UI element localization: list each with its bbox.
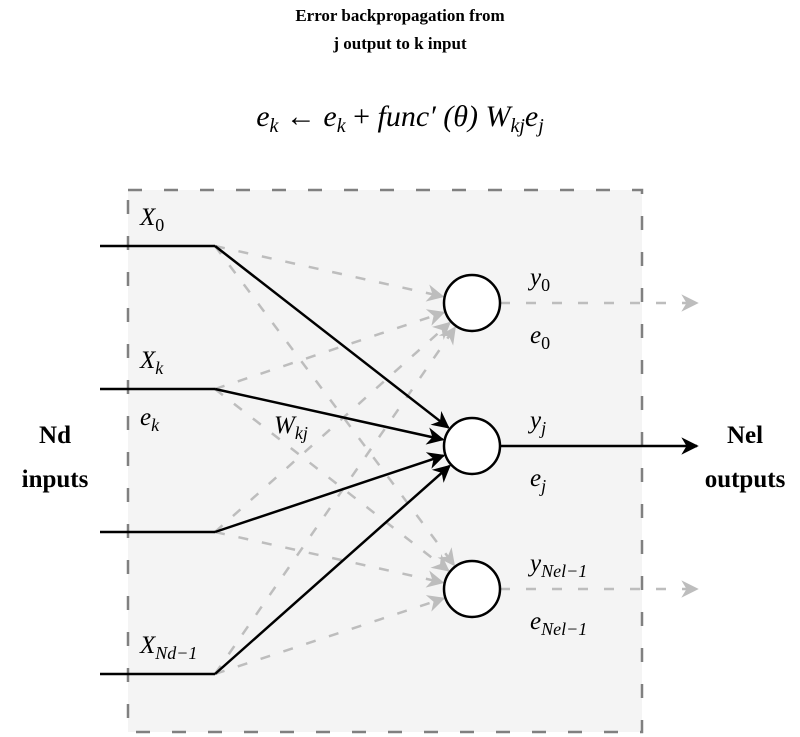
connection-input-1-to-node-0: [214, 309, 446, 391]
input-x0-sub: 0: [155, 215, 165, 235]
neuron-node-0: [442, 273, 502, 333]
connection-input-3-to-node-1: [214, 464, 451, 675]
error-label-e0: e0: [530, 322, 550, 354]
neuron-node-2: [442, 559, 502, 619]
connection-input-2-to-node-0: [214, 321, 451, 533]
eq-lhs-sub: k: [269, 115, 279, 137]
error-ej-name: e: [530, 465, 542, 492]
output-ynel1-name: y: [530, 550, 542, 577]
input-lines: [100, 244, 215, 676]
output-y0-name: y: [530, 264, 542, 291]
connection-input-0-to-node-1: [214, 245, 450, 429]
title-line-1: Error backpropagation from: [295, 6, 505, 25]
layer-box: [126, 188, 644, 734]
error-e0-sub: 0: [541, 333, 551, 353]
outputs-label: outputs: [704, 466, 786, 493]
connection-input-0-to-node-2: [213, 245, 456, 567]
nel-label: Nel: [726, 422, 764, 449]
title-line-2: j output to k input: [333, 34, 467, 53]
error-enel1-sub: Nel−1: [541, 619, 588, 639]
output-y0-sub: 0: [541, 275, 551, 295]
error-e0-name: e: [530, 322, 542, 349]
output-yj-name: y: [530, 407, 542, 434]
eq-err-sub: j: [538, 115, 544, 137]
backprop-equation: ek ← ek + func′ (θ) Wkjej: [0, 100, 800, 138]
input-xk-sub: k: [155, 358, 164, 378]
error-ek-name: e: [140, 404, 152, 431]
error-label-enel1: eNel−1: [530, 608, 587, 640]
eq-term1: e: [323, 100, 337, 133]
eq-lhs: e: [256, 100, 270, 133]
input-label-xk: Xk: [140, 347, 163, 379]
connection-input-2-to-node-1: [214, 452, 446, 534]
error-label-ej: ej: [530, 465, 546, 497]
error-enel1-name: e: [530, 608, 542, 635]
input-xnd1-sub: Nd−1: [155, 643, 198, 663]
connection-input-3-to-node-2: [214, 595, 446, 676]
active-connections: [214, 245, 699, 675]
eq-weight: W: [485, 100, 511, 133]
connection-input-1-to-node-1: [214, 387, 445, 445]
connection-input-1-to-node-2: [214, 388, 450, 572]
eq-func: func′: [377, 100, 436, 133]
input-xk-name: X: [140, 347, 156, 374]
inactive-connections: [213, 244, 699, 676]
connection-input-2-to-node-2: [214, 530, 445, 588]
output-label-ynel1: yNel−1: [530, 550, 587, 582]
connection-input-0-to-node-0: [214, 244, 445, 302]
output-yj-sub: j: [541, 418, 547, 438]
nel-outputs-label: Nel outputs: [690, 414, 800, 502]
error-ej-sub: j: [541, 476, 547, 496]
eq-term1-sub: k: [336, 115, 346, 137]
input-label-xnd1: XNd−1: [140, 632, 197, 664]
error-ek-sub: k: [151, 415, 160, 435]
weight-sub: kj: [294, 423, 308, 443]
eq-plus: +: [353, 100, 371, 133]
input-x0-name: X: [140, 204, 156, 231]
weight-name: W: [274, 412, 295, 439]
inputs-label: inputs: [21, 466, 89, 493]
input-label-x0: X0: [140, 204, 164, 236]
weight-label-wkj: Wkj: [274, 412, 308, 444]
input-xnd1-name: X: [140, 632, 156, 659]
error-label-ek: ek: [140, 404, 159, 436]
nd-inputs-label: Nd inputs: [0, 414, 110, 502]
output-ynel1-sub: Nel−1: [541, 561, 588, 581]
output-label-y0: y0: [530, 264, 550, 296]
output-nodes: [442, 273, 502, 619]
nd-label: Nd: [39, 422, 71, 449]
eq-theta: (θ): [443, 100, 478, 133]
neuron-node-1: [442, 416, 502, 476]
eq-assign-arrow: ←: [285, 100, 316, 133]
eq-err: e: [524, 100, 539, 133]
output-label-yj: yj: [530, 407, 546, 439]
eq-weight-sub: kj: [510, 115, 525, 137]
